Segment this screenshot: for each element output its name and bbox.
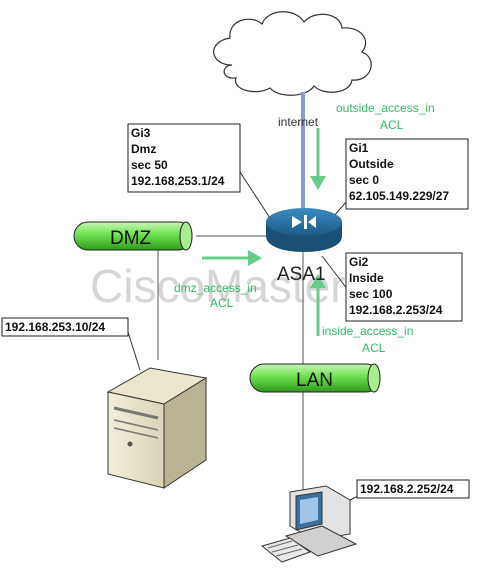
server-ip: 192.168.253.10/24 (5, 320, 105, 334)
inside-acl-name: inside_access_in (322, 324, 413, 338)
gi2-line-3: sec 100 (349, 287, 393, 301)
interface-box-gi1: Gi1 Outside sec 0 62.105.149.229/27 (345, 138, 469, 210)
gi3-line-4: 192.168.253.1/24 (131, 174, 225, 188)
outside-acl-label: ACL (380, 118, 404, 132)
gi1-line-1: Gi1 (349, 141, 369, 155)
outside-acl-name: outside_access_in (336, 101, 435, 115)
pc-ip: 192.168.2.252/24 (360, 482, 454, 496)
server-ip-leader (127, 331, 141, 371)
gi2-leader (321, 255, 349, 291)
dmz-acl-label: ACL (210, 296, 234, 310)
gi1-line-3: sec 0 (349, 173, 379, 187)
outside-acl-arrow (310, 128, 326, 190)
pc-icon (260, 485, 358, 563)
lan-label: LAN (296, 370, 333, 391)
firewall-icon (266, 208, 342, 252)
gi2-line-2: Inside (349, 271, 384, 285)
dmz-segment (73, 221, 193, 251)
inside-acl-label: ACL (362, 341, 386, 355)
server-ip-box: 192.168.253.10/24 (1, 317, 129, 337)
gi1-line-4: 62.105.149.229/27 (349, 189, 449, 203)
dmz-acl-name: dmz_access_in (174, 281, 257, 295)
interface-box-gi2: Gi2 Inside sec 100 192.168.2.253/24 (345, 252, 463, 322)
gi3-line-3: sec 50 (131, 158, 168, 172)
internet-cloud-icon (213, 11, 372, 96)
dmz-acl-arrow (202, 250, 262, 266)
dmz-label: DMZ (110, 228, 152, 249)
gi3-line-1: Gi3 (131, 126, 151, 140)
gi2-line-1: Gi2 (349, 255, 369, 269)
gi3-leader (239, 171, 271, 219)
gi3-line-2: Dmz (131, 142, 156, 156)
server-icon (106, 367, 208, 489)
interface-box-gi3: Gi3 Dmz sec 50 192.168.253.1/24 (127, 123, 241, 193)
inside-acl-arrow (310, 274, 326, 336)
gi1-line-2: Outside (349, 157, 394, 171)
gi2-line-4: 192.168.2.253/24 (349, 303, 443, 317)
lan-segment (249, 363, 381, 393)
internet-label: internet (278, 115, 319, 129)
firewall-name: ASA1 (277, 264, 326, 285)
pc-ip-box: 192.168.2.252/24 (356, 479, 470, 499)
